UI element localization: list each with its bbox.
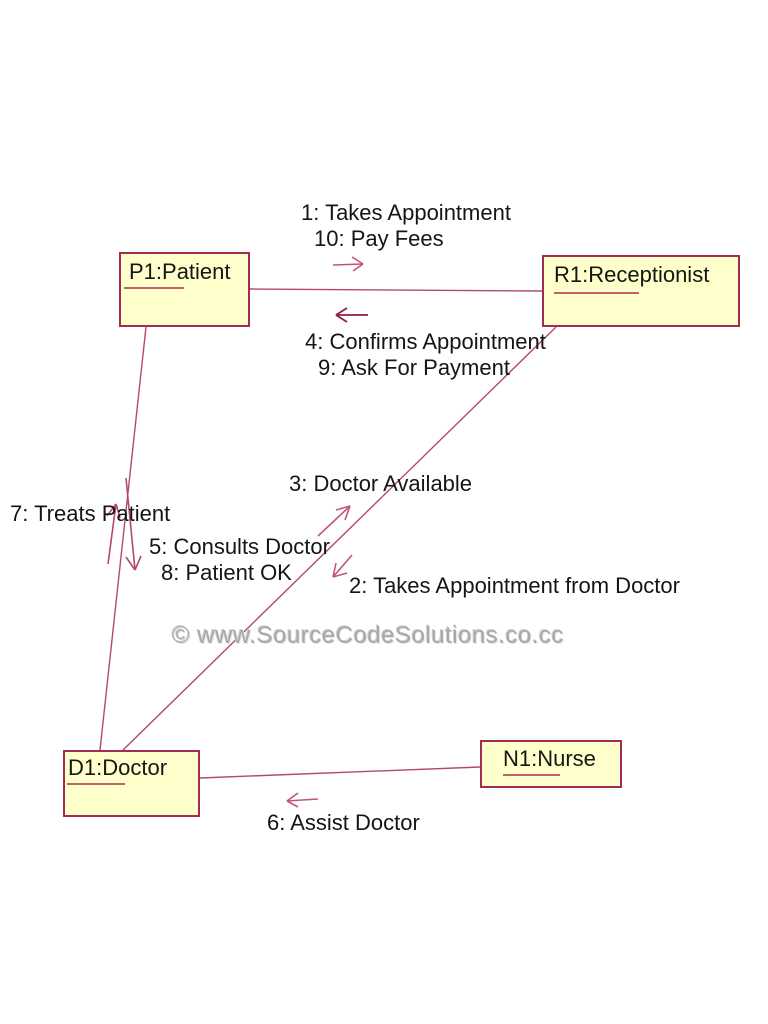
object-patient-label: P1:Patient bbox=[129, 259, 231, 284]
object-doctor: D1:Doctor bbox=[63, 750, 200, 817]
object-receptionist-label: R1:Receptionist bbox=[554, 262, 710, 287]
message-label-1: 1: Takes Appointment bbox=[301, 200, 511, 225]
message-label-6: 6: Assist Doctor bbox=[267, 810, 420, 835]
object-doctor-label: D1:Doctor bbox=[68, 755, 168, 780]
watermark-text: © www.SourceCodeSolutions.co.cc bbox=[172, 622, 565, 649]
message-label-5: 5: Consults Doctor bbox=[149, 534, 330, 559]
doctor-name-underline bbox=[67, 783, 125, 785]
message-label-10: 10: Pay Fees bbox=[314, 226, 444, 251]
up-arrow-icon bbox=[106, 503, 121, 565]
object-patient: P1:Patient bbox=[119, 252, 250, 327]
link-nurse-doctor bbox=[199, 766, 481, 779]
object-receptionist: R1:Receptionist bbox=[542, 255, 740, 327]
left-arrow-icon bbox=[335, 307, 368, 323]
message-label-2: 2: Takes Appointment from Doctor bbox=[349, 573, 680, 598]
receptionist-name-underline bbox=[554, 292, 639, 294]
message-label-8: 8: Patient OK bbox=[161, 560, 292, 585]
message-label-3: 3: Doctor Available bbox=[289, 471, 473, 496]
link-receptionist-doctor bbox=[122, 326, 557, 751]
up-right-arrow-icon bbox=[317, 505, 351, 537]
right-arrow-icon bbox=[332, 256, 364, 272]
object-nurse-label: N1:Nurse bbox=[503, 746, 596, 771]
message-label-4: 4: Confirms Appointment bbox=[305, 329, 546, 354]
link-patient-doctor bbox=[99, 326, 147, 751]
link-patient-receptionist bbox=[249, 288, 543, 292]
message-label-9: 9: Ask For Payment bbox=[318, 355, 510, 380]
left-arrow-icon bbox=[286, 792, 319, 808]
patient-name-underline bbox=[124, 287, 184, 289]
message-label-7: 7: Treats Patient bbox=[10, 501, 171, 526]
down-left-arrow-icon bbox=[332, 554, 353, 578]
nurse-name-underline bbox=[503, 774, 560, 776]
object-nurse: N1:Nurse bbox=[480, 740, 622, 788]
down-arrow-icon bbox=[125, 477, 142, 571]
